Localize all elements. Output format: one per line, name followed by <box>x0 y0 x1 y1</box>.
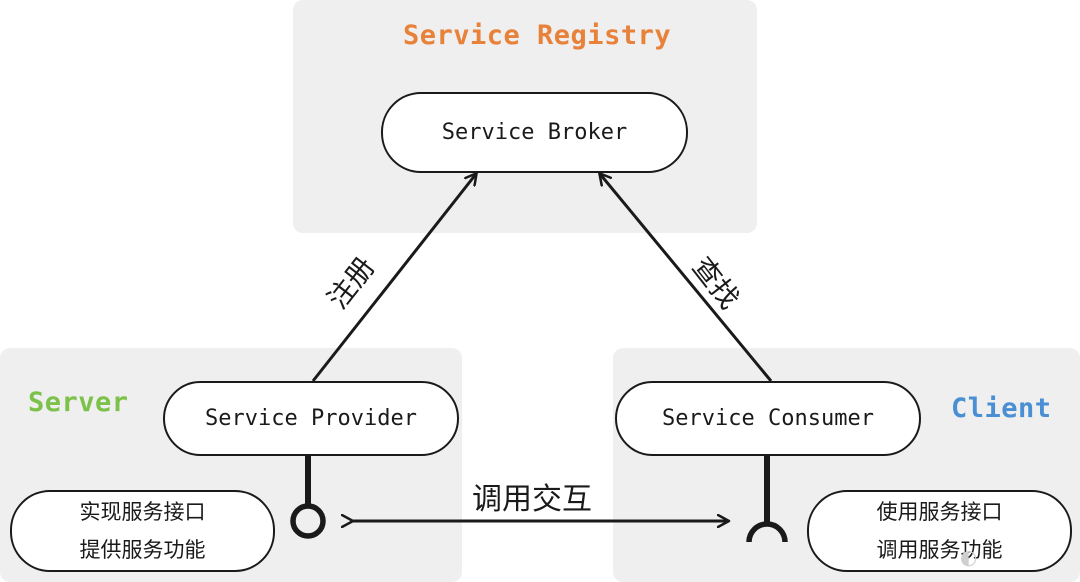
service-broker-node: Service Broker <box>381 92 688 173</box>
server-heading: Server <box>28 387 129 418</box>
client-note: 使用服务接口 调用服务功能 <box>807 490 1072 572</box>
service-consumer-node: Service Consumer <box>615 381 921 456</box>
registry-heading: Service Registry <box>403 20 672 51</box>
interaction-label: 调用交互 <box>472 482 592 517</box>
lookup-arrow <box>600 174 773 382</box>
server-note-line-2: 提供服务功能 <box>79 538 206 562</box>
server-note-line-1: 实现服务接口 <box>79 500 206 524</box>
service-provider-node: Service Provider <box>163 381 459 456</box>
service-provider-label: Service Provider <box>205 406 417 431</box>
client-note-line-1: 使用服务接口 <box>876 500 1003 524</box>
watermark-logo: ◐ <box>960 545 978 569</box>
client-note-line-2: 调用服务功能 <box>876 538 1003 562</box>
register-arrow <box>311 174 476 382</box>
service-broker-label: Service Broker <box>441 120 628 145</box>
service-consumer-label: Service Consumer <box>662 406 874 431</box>
server-note: 实现服务接口 提供服务功能 <box>10 490 275 572</box>
lollipop-icon <box>290 456 326 539</box>
client-heading: Client <box>951 393 1052 424</box>
socket-icon <box>746 456 788 543</box>
